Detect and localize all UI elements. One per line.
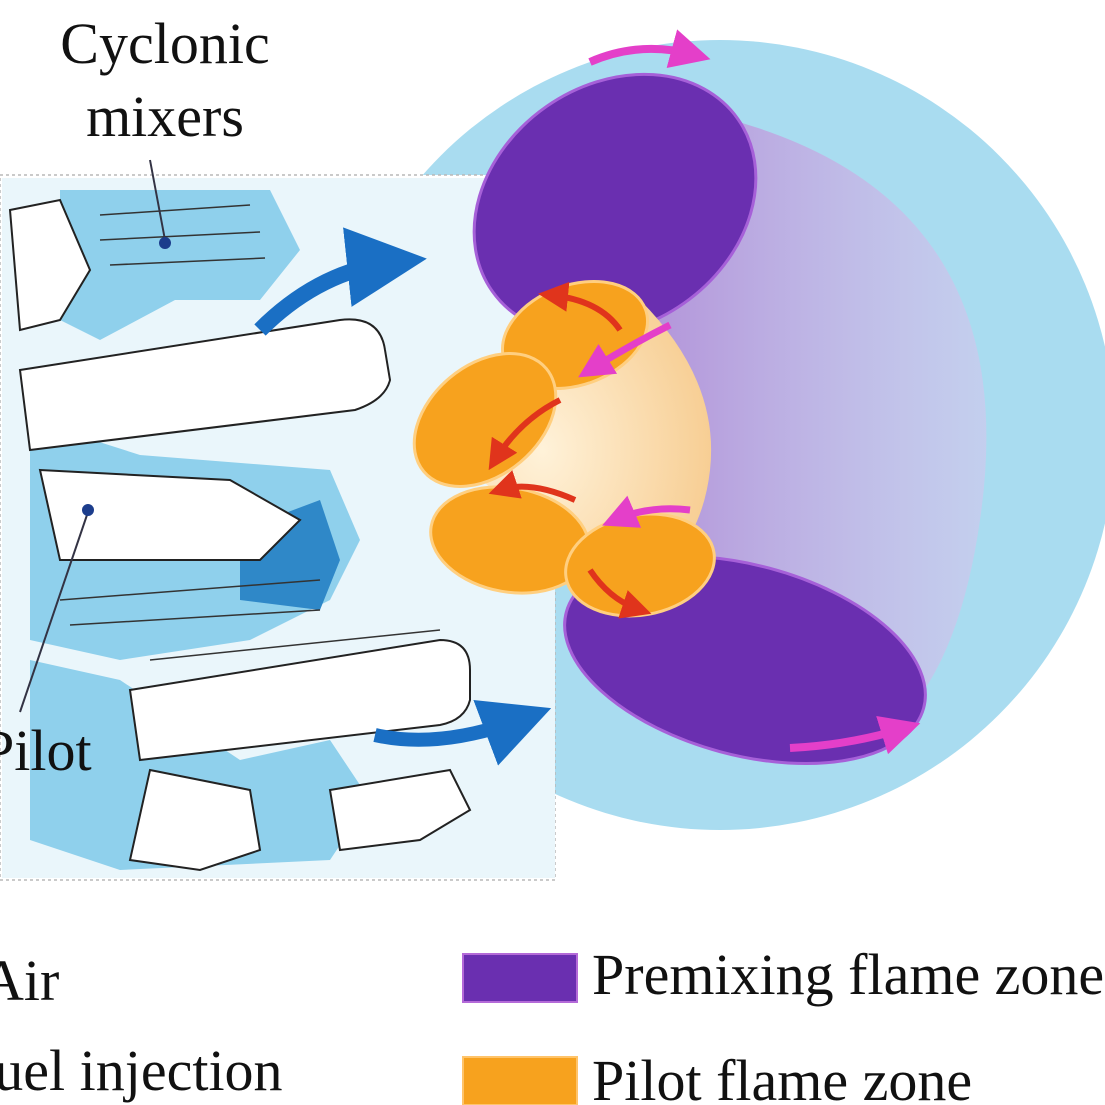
- upper-air-passage: [60, 190, 300, 340]
- cyclonic-label-line-2: mixers: [86, 83, 244, 149]
- premix-arrow-lower-return: [602, 495, 691, 528]
- pilot-leader-line: [19, 511, 89, 713]
- cyclonic-leader-line: [149, 159, 166, 241]
- inner-body: [38, 468, 302, 561]
- bottom-housing: [128, 768, 262, 872]
- top-housing: [8, 198, 92, 332]
- lower-air-arrow: [373, 700, 552, 766]
- pilot-arrow-3: [488, 470, 577, 503]
- fuel-injection-label: Fuel injection: [0, 1038, 283, 1103]
- premix-arrow-bottom: [789, 715, 921, 755]
- cyclonic-leader-dot: [159, 237, 171, 249]
- bottom-lip: [328, 768, 472, 852]
- pilot-arrow-4: [587, 568, 652, 619]
- cyclonic-mixers-label: Cyclonic mixers: [0, 8, 330, 153]
- pilot-zone-left: [412, 352, 558, 488]
- pilot-arrow-1: [538, 281, 623, 332]
- cyclonic-label-line-1: Cyclonic: [60, 11, 270, 76]
- mixer-line-2: [99, 231, 261, 241]
- upper-vane: [18, 318, 392, 452]
- upper-air-arrow: [254, 227, 427, 336]
- premix-arrow-top: [588, 29, 711, 68]
- pilot-leader-dot: [82, 504, 94, 516]
- mixer-line-3: [109, 257, 266, 266]
- mixer-line-6: [149, 629, 441, 661]
- pilot-arrow-2: [488, 397, 562, 471]
- mixer-line-4: [59, 579, 321, 601]
- mixer-line-5: [69, 609, 321, 626]
- pilot-zone-legend-swatch: [462, 1056, 578, 1105]
- premixing-legend-swatch: [462, 953, 578, 1003]
- pilot-label: Pilot: [0, 718, 92, 783]
- mixer-line-1: [99, 204, 251, 216]
- premix-arrow-upper-return: [578, 321, 672, 378]
- air-label: Air: [0, 948, 60, 1013]
- lower-air-passage: [30, 660, 370, 870]
- pilot-zone-legend-label: Pilot flame zone: [592, 1048, 973, 1105]
- upper-premix-zone: [472, 72, 758, 338]
- premixing-legend-label: Premixing flame zone: [592, 942, 1105, 1007]
